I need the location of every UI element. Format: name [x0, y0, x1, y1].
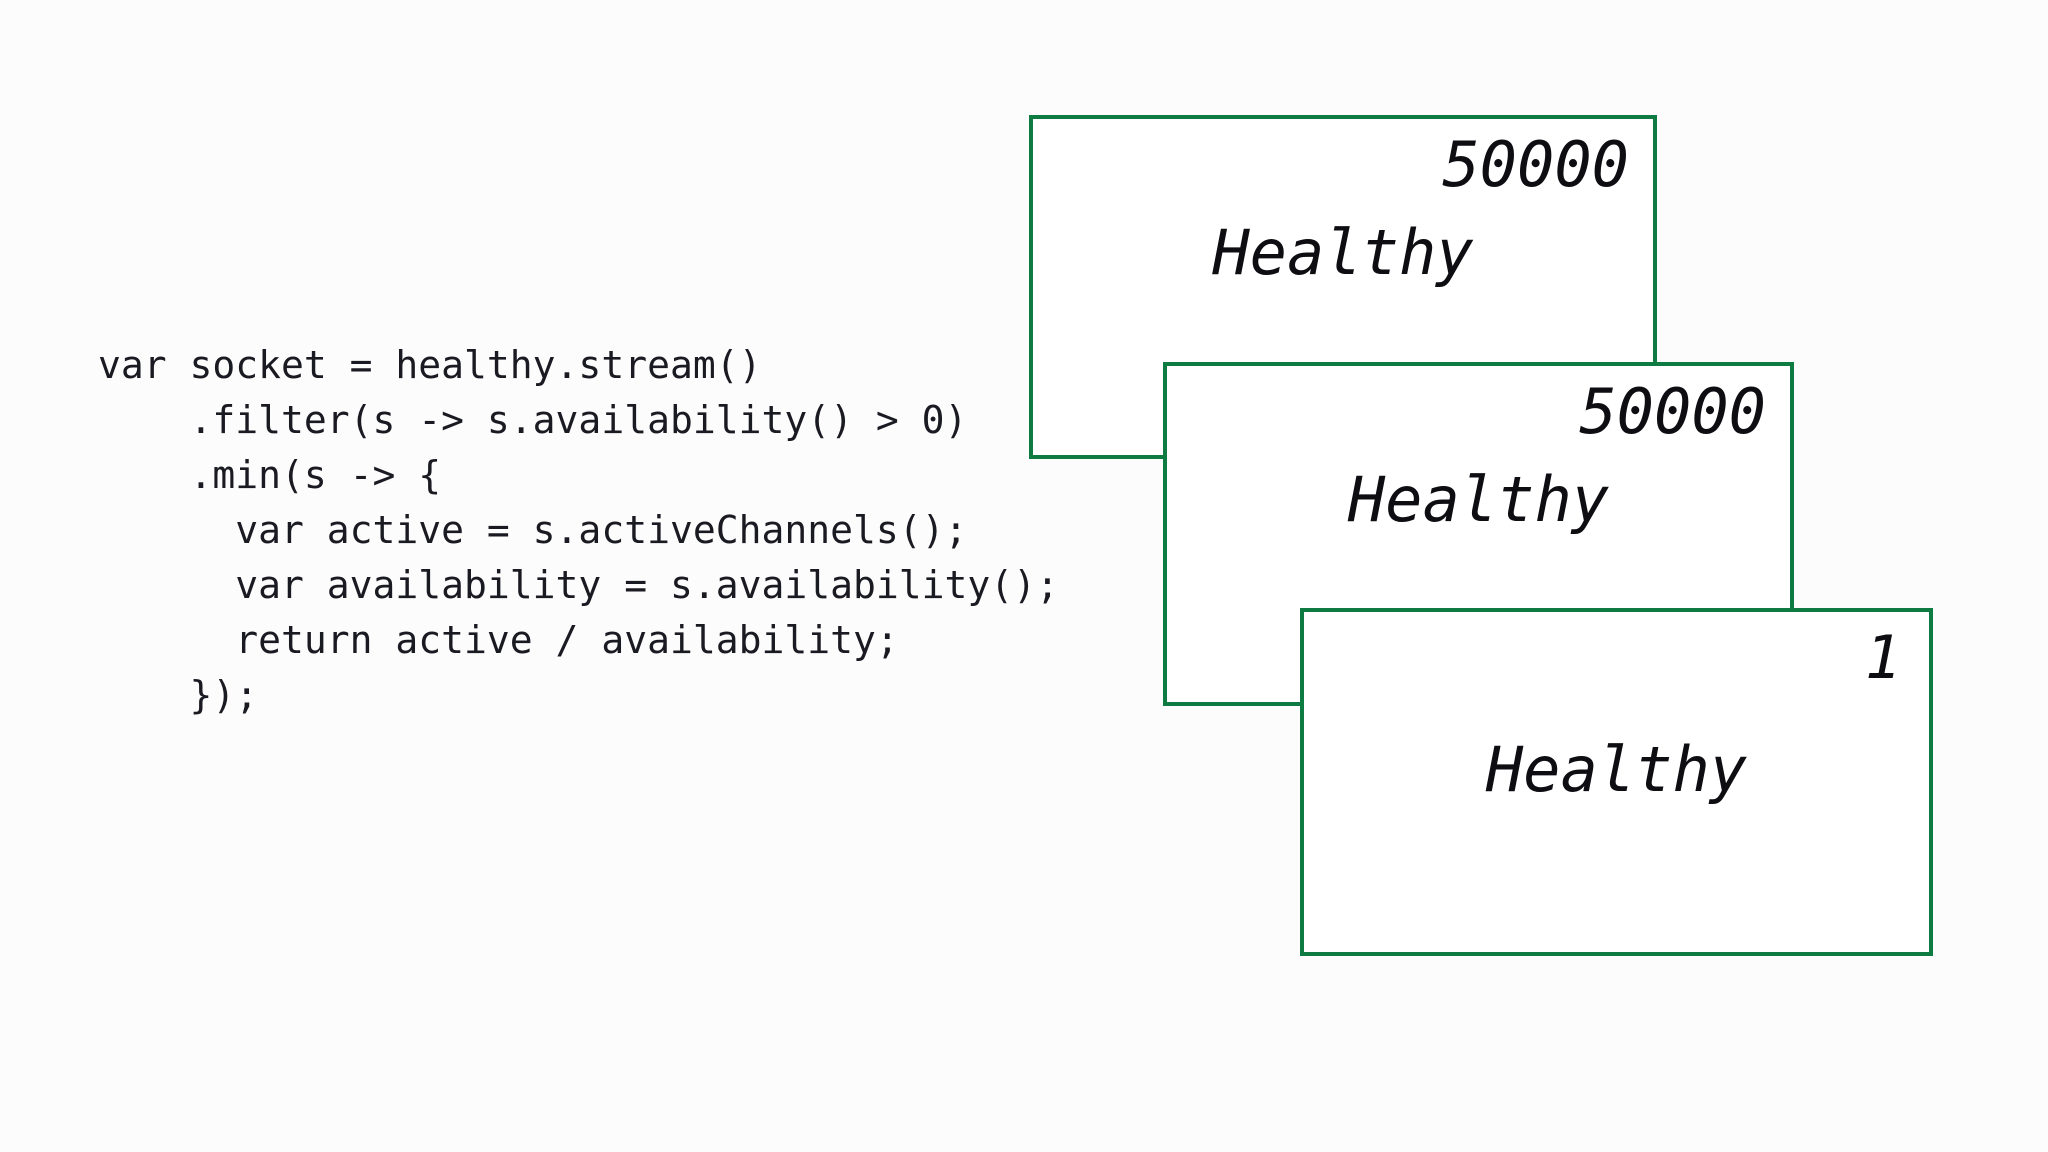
socket-card-1-value: 50000 — [1442, 128, 1629, 201]
socket-card-1-status: Healthy — [1212, 216, 1474, 289]
socket-card-3-value: 1 — [1864, 623, 1901, 693]
socket-card-2-value: 50000 — [1579, 375, 1766, 448]
socket-card-2-status: Healthy — [1347, 463, 1610, 536]
socket-card-3-status: Healthy — [1485, 733, 1748, 806]
socket-card-3[interactable]: 1 Healthy — [1300, 608, 1933, 956]
code-snippet: var socket = healthy.stream() .filter(s … — [98, 343, 1059, 717]
